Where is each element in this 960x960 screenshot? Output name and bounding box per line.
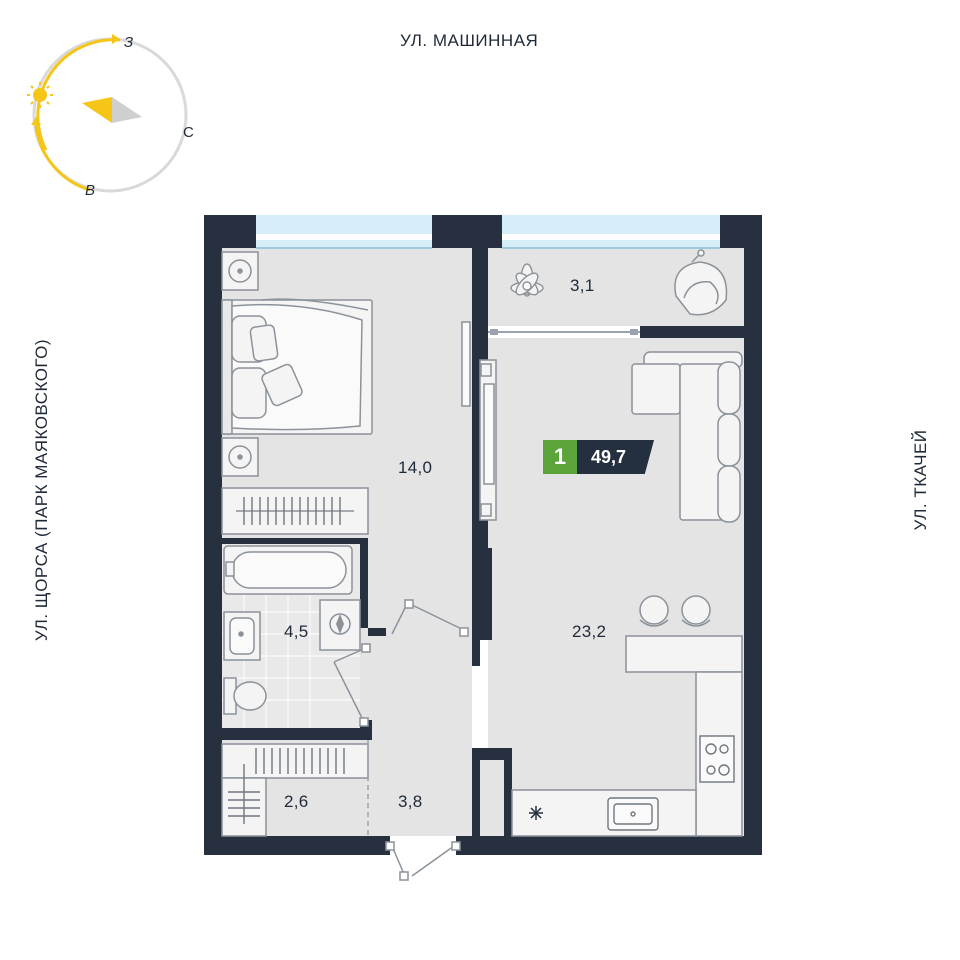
tv-unit xyxy=(479,359,497,521)
street-label-top: УЛ. МАШИННАЯ xyxy=(400,31,539,50)
nightstand-top xyxy=(221,251,259,291)
room-area-bedroom: 14,0 xyxy=(398,458,433,477)
bed xyxy=(221,298,373,435)
room-area-bathroom: 4,5 xyxy=(284,622,309,641)
kitchen-sink-icon xyxy=(607,797,659,831)
plant-icon xyxy=(510,263,544,297)
compass-icon: З С В xyxy=(27,34,194,199)
window-balcony xyxy=(502,215,720,249)
nightstand-bottom xyxy=(221,437,259,477)
room-area-hallway: 3,8 xyxy=(398,792,423,811)
tv-bedroom xyxy=(461,321,471,407)
fridge-icon xyxy=(529,806,543,820)
room-area-storage: 2,6 xyxy=(284,792,309,811)
sun-icon xyxy=(27,82,53,108)
apartment-badge: 1 49,7 xyxy=(543,440,655,474)
toilet xyxy=(223,677,267,715)
bar-stool-1 xyxy=(639,595,669,627)
rooms-count-badge: 1 xyxy=(543,440,577,474)
compass-west: З xyxy=(124,34,133,51)
window-bedroom xyxy=(256,215,432,249)
bathroom-sink xyxy=(223,611,261,661)
wardrobe-bedroom xyxy=(221,487,369,535)
sofa xyxy=(631,351,743,523)
compass-east: В xyxy=(85,182,95,199)
hallway-floor xyxy=(360,538,472,836)
stove-icon xyxy=(699,735,735,783)
room-area-balcony: 3,1 xyxy=(570,276,595,295)
door-bathroom xyxy=(333,643,371,727)
room-area-living-kitchen: 23,2 xyxy=(572,622,607,641)
armchair-icon xyxy=(674,249,728,316)
door-bedroom xyxy=(391,599,469,637)
washing-machine-icon xyxy=(319,599,361,651)
total-area-badge: 49,7 xyxy=(577,440,655,474)
bar-stool-2 xyxy=(681,595,711,627)
bathtub xyxy=(223,545,353,595)
door-entrance xyxy=(385,841,461,881)
compass-north: С xyxy=(183,124,194,141)
